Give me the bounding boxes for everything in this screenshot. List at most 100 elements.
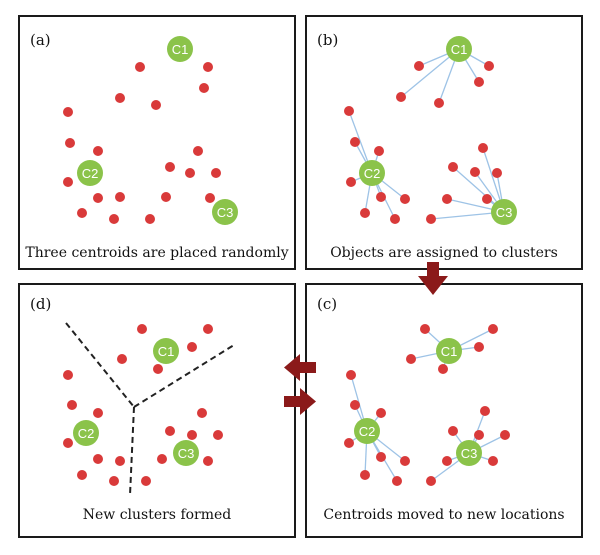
data-point [165,162,175,172]
data-point [488,456,498,466]
centroid-c2: C2 [354,418,380,444]
data-point [492,168,502,178]
caption-a: Three centroids are placed randomly [25,245,289,261]
centroid-label: C3 [217,205,234,220]
panel-label-c: (c) [317,295,338,313]
data-point [420,324,430,334]
data-point [141,476,151,486]
centroid-c2: C2 [77,160,103,186]
data-point [360,208,370,218]
centroid-label: C2 [78,426,95,441]
data-point [346,177,356,187]
data-point [350,400,360,410]
data-point [63,177,73,187]
centroid-c1: C1 [446,36,472,62]
centroid-label: C2 [359,424,376,439]
data-point [482,194,492,204]
data-point [137,324,147,334]
data-point [478,143,488,153]
data-point [67,400,77,410]
data-point [474,430,484,440]
data-point [400,456,410,466]
centroid-c1: C1 [167,36,193,62]
data-point [77,470,87,480]
arrow-left-icon [284,354,316,381]
panel-c-plot: C1 C2 C3 [344,324,510,486]
centroid-label: C2 [82,166,99,181]
data-point [203,62,213,72]
panel-a-plot: C1 C2 C3 [63,36,238,225]
data-point [145,214,155,224]
data-point [115,93,125,103]
data-point [161,192,171,202]
data-point [187,342,197,352]
centroid-c2: C2 [73,420,99,446]
centroid-c1: C1 [436,338,462,364]
data-point [63,438,73,448]
centroid-label: C3 [496,205,513,220]
data-point [63,370,73,380]
data-point [197,408,207,418]
data-point [115,456,125,466]
data-point [414,61,424,71]
data-point [360,470,370,480]
data-point [376,452,386,462]
centroid-label: C1 [158,344,175,359]
panel-b-plot: C1 C2 C3 [344,36,517,225]
data-points [344,324,510,486]
data-point [438,364,448,374]
data-point [448,426,458,436]
centroid-label: C1 [441,344,458,359]
panel-a: (a) C1 [18,15,296,270]
data-point [157,454,167,464]
data-point [193,146,203,156]
data-point [442,194,452,204]
data-point [500,430,510,440]
data-point [185,168,195,178]
centroid-c3: C3 [456,440,482,466]
data-point [344,438,354,448]
data-point [426,214,436,224]
data-points [344,61,502,224]
data-point [151,100,161,110]
data-point [203,324,213,334]
data-points [63,62,221,224]
data-point [442,456,452,466]
data-point [63,107,73,117]
data-point [117,354,127,364]
data-point [396,92,406,102]
arrow-down-icon [418,262,448,295]
caption-c: Centroids moved to new locations [323,507,565,523]
centroid-label: C1 [451,42,468,57]
caption-b: Objects are assigned to clusters [330,245,558,261]
centroid-label: C3 [461,446,478,461]
data-points [63,324,223,486]
data-point [93,146,103,156]
data-point [199,83,209,93]
centroid-c2: C2 [359,160,385,186]
panel-label-d: (d) [30,295,52,313]
data-point [344,106,354,116]
data-point [448,162,458,172]
panel-d-plot: C1 C2 C3 [63,322,235,496]
data-point [213,430,223,440]
data-point [205,193,215,203]
data-point [474,77,484,87]
centroid-c3: C3 [491,199,517,225]
data-point [187,430,197,440]
data-point [65,138,75,148]
caption-d: New clusters formed [82,507,232,523]
data-point [470,167,480,177]
data-point [135,62,145,72]
data-point [400,194,410,204]
data-point [211,168,221,178]
data-point [109,476,119,486]
data-point [426,476,436,486]
data-point [165,426,175,436]
centroid-label: C2 [364,166,381,181]
data-point [434,98,444,108]
data-point [93,408,103,418]
data-point [153,364,163,374]
panel-b: (b) [305,15,583,270]
data-point [376,192,386,202]
